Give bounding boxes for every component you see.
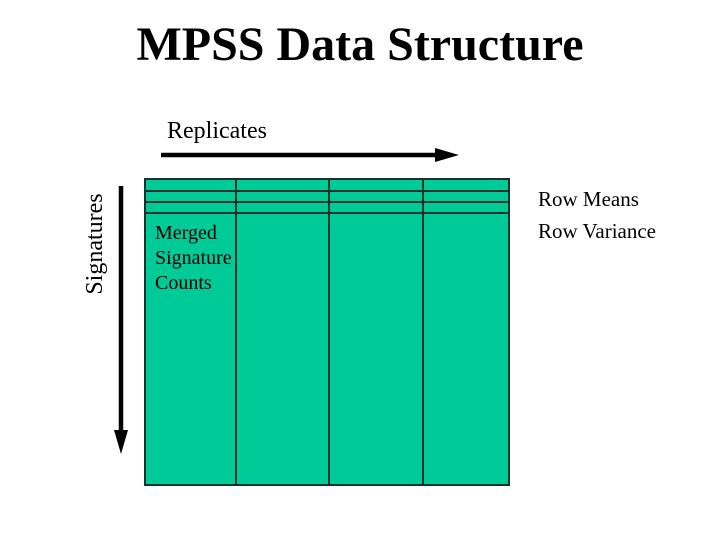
slide-title: MPSS Data Structure: [136, 18, 584, 71]
replicates-arrow-icon: [161, 148, 459, 162]
merged-signature-counts-label: Merged Signature Counts: [155, 222, 232, 294]
column-divider: [235, 180, 237, 484]
header-row-divider: [146, 201, 508, 203]
replicates-axis-label: Replicates: [167, 118, 267, 144]
column-divider: [422, 180, 424, 484]
header-row-divider: [146, 212, 508, 214]
header-row-divider: [146, 190, 508, 192]
column-divider: [328, 180, 330, 484]
signatures-axis-label: Signatures: [82, 193, 108, 295]
row-variance-label: Row Variance: [538, 219, 656, 243]
data-matrix-table: Merged Signature Counts: [144, 178, 510, 486]
signatures-arrow-icon: [114, 186, 128, 454]
row-means-label: Row Means: [538, 187, 639, 211]
